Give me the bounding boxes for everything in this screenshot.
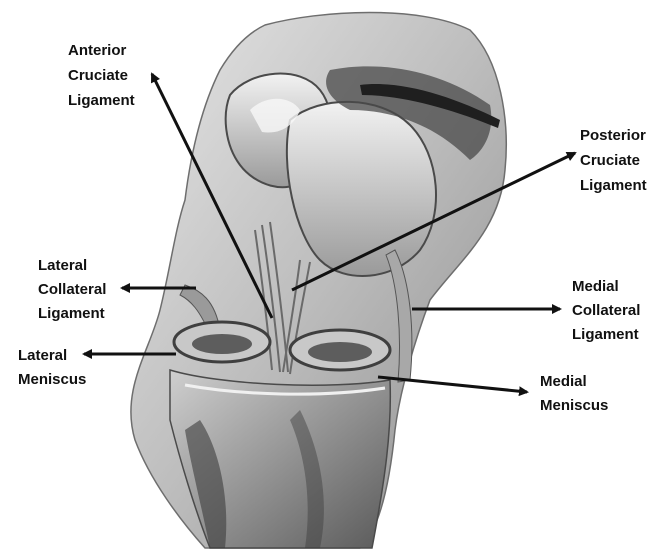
knee-illustration	[131, 13, 506, 549]
label-mcl-line3: Ligament	[572, 326, 639, 343]
label-mcl-line2: Collateral	[572, 302, 640, 319]
label-acl: Anterior Cruciate Ligament	[68, 42, 135, 109]
label-mcl: Medial Collateral Ligament	[572, 278, 640, 343]
label-medial-meniscus-line1: Medial	[540, 373, 587, 390]
label-lateral-meniscus: Lateral Meniscus	[18, 347, 86, 388]
label-mcl-line1: Medial	[572, 278, 619, 295]
label-medial-meniscus-line2: Meniscus	[540, 397, 608, 414]
label-lcl-line2: Collateral	[38, 281, 106, 298]
medial-meniscus-hole	[308, 342, 372, 362]
label-lateral-meniscus-line2: Meniscus	[18, 371, 86, 388]
lateral-meniscus-hole	[192, 334, 252, 354]
label-acl-line2: Cruciate	[68, 67, 128, 84]
label-acl-line3: Ligament	[68, 92, 135, 109]
label-lcl-line3: Ligament	[38, 305, 105, 322]
label-medial-meniscus: Medial Meniscus	[540, 373, 608, 414]
label-lateral-meniscus-line1: Lateral	[18, 347, 67, 364]
label-lcl-line1: Lateral	[38, 257, 87, 274]
label-lcl: Lateral Collateral Ligament	[38, 257, 106, 322]
label-pcl-line3: Ligament	[580, 177, 647, 194]
label-acl-line1: Anterior	[68, 42, 127, 59]
label-pcl: Posterior Cruciate Ligament	[580, 127, 647, 194]
label-pcl-line1: Posterior	[580, 127, 646, 144]
label-pcl-line2: Cruciate	[580, 152, 640, 169]
